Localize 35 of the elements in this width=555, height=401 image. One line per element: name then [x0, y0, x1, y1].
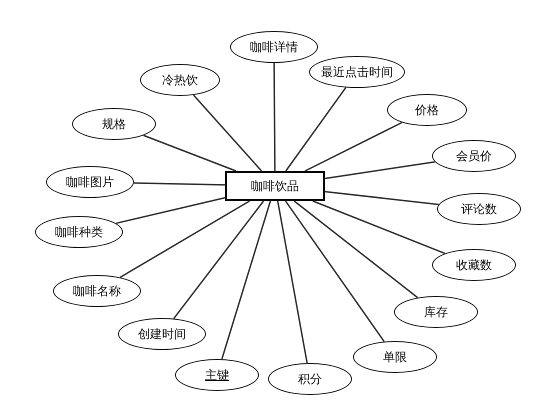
attribute-ellipse [35, 216, 123, 248]
node-label: 冷热饮 [162, 72, 198, 88]
connector-line [294, 200, 418, 298]
node-label: 价格 [415, 102, 439, 118]
node-label: 主键 [205, 366, 229, 384]
entity-box [225, 171, 325, 201]
connector-line [120, 200, 250, 278]
connector-line [192, 94, 262, 172]
node-label: 库存 [424, 304, 448, 320]
connector-line [134, 182, 226, 186]
connector-line [273, 63, 276, 171]
node-label: 咖啡图片 [66, 174, 114, 190]
node-label: 咖啡种类 [55, 224, 103, 240]
node-label: 咖啡详情 [250, 38, 298, 56]
connector-line [285, 87, 346, 172]
connector-line [173, 200, 264, 320]
connector-line [116, 197, 226, 224]
node-label: 咖啡饮品 [251, 178, 299, 194]
connector-line [312, 200, 446, 254]
connector-line [276, 200, 308, 364]
connector-line [143, 134, 236, 172]
node-label: 评论数 [461, 200, 497, 218]
node-label: 单限 [383, 348, 407, 366]
connector-line [284, 200, 385, 342]
node-label: 收藏数 [456, 256, 492, 274]
node-label: 规格 [102, 116, 126, 132]
connector-line [324, 161, 436, 180]
connector-line [304, 122, 402, 172]
node-label: 积分 [298, 370, 322, 388]
node-label: 会员价 [456, 148, 492, 164]
connector-line [221, 200, 272, 360]
node-label: 咖啡名称 [73, 282, 121, 300]
node-label: 创建时间 [138, 326, 186, 342]
connector-line [324, 190, 439, 206]
node-label: 最近点击时间 [321, 64, 393, 80]
